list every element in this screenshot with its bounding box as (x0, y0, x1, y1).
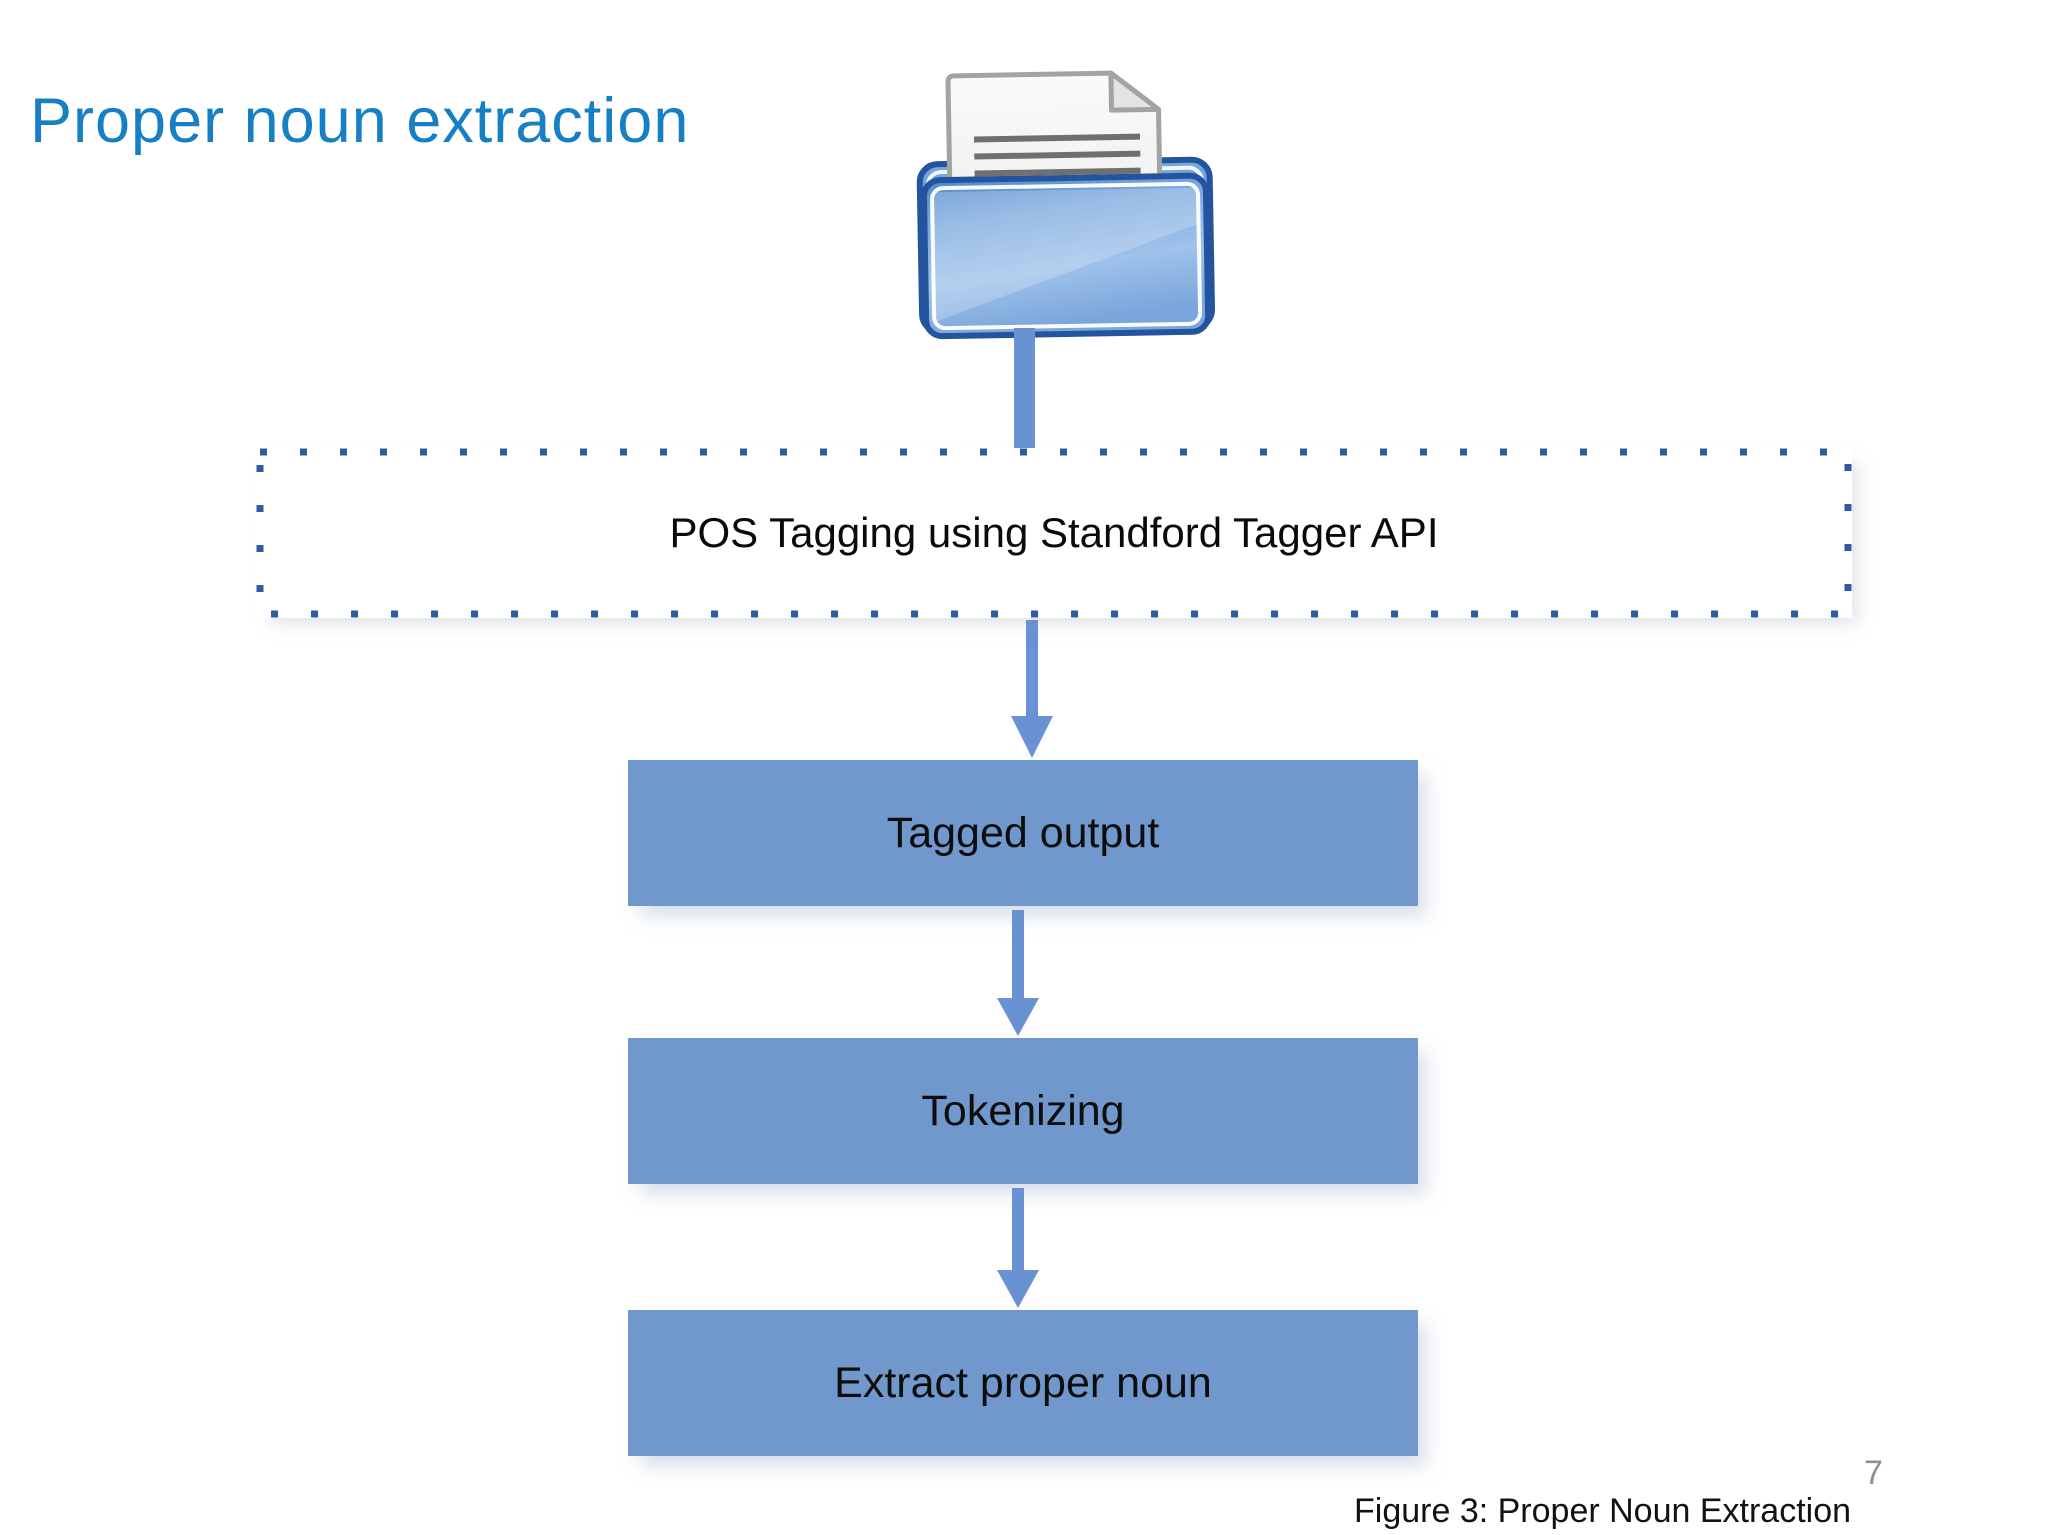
step-label: Extract proper noun (834, 1358, 1212, 1407)
folder-front (921, 172, 1212, 340)
folder-icon-svg (916, 70, 1216, 340)
folder-with-document-icon (905, 47, 1220, 342)
document-text-lines (973, 133, 1141, 177)
arrow-shaft (1012, 1188, 1024, 1271)
page-number: 7 (1864, 1454, 1883, 1492)
figure-caption: Figure 3: Proper Noun Extraction (1354, 1492, 1852, 1530)
step-tagged-output: Tagged output (628, 760, 1418, 906)
arrow-shaft (1012, 910, 1024, 999)
gloss-highlight (931, 187, 1199, 323)
step-tokenizing: Tokenizing (628, 1038, 1418, 1184)
arrow-shaft (1026, 620, 1038, 717)
page-title: Proper noun extraction (30, 86, 690, 156)
arrow-tagged-to-tokenizing-icon (997, 910, 1039, 1036)
step-label: POS Tagging using Standford Tagger API (669, 509, 1439, 556)
arrow-pos-to-tagged-icon (1011, 620, 1053, 758)
step-pos-tagging: POS Tagging using Standford Tagger API (256, 448, 1852, 618)
arrow-head (997, 998, 1039, 1036)
step-label: Tagged output (886, 808, 1160, 857)
step-extract-proper-noun: Extract proper noun (628, 1310, 1418, 1456)
connector-folder-to-pos-tagging (1014, 328, 1035, 452)
arrow-head (997, 1270, 1039, 1308)
step-label: Tokenizing (921, 1086, 1125, 1135)
folded-corner (1108, 70, 1162, 113)
arrow-head (1011, 716, 1053, 758)
arrow-tokenizing-to-extract-icon (997, 1188, 1039, 1308)
